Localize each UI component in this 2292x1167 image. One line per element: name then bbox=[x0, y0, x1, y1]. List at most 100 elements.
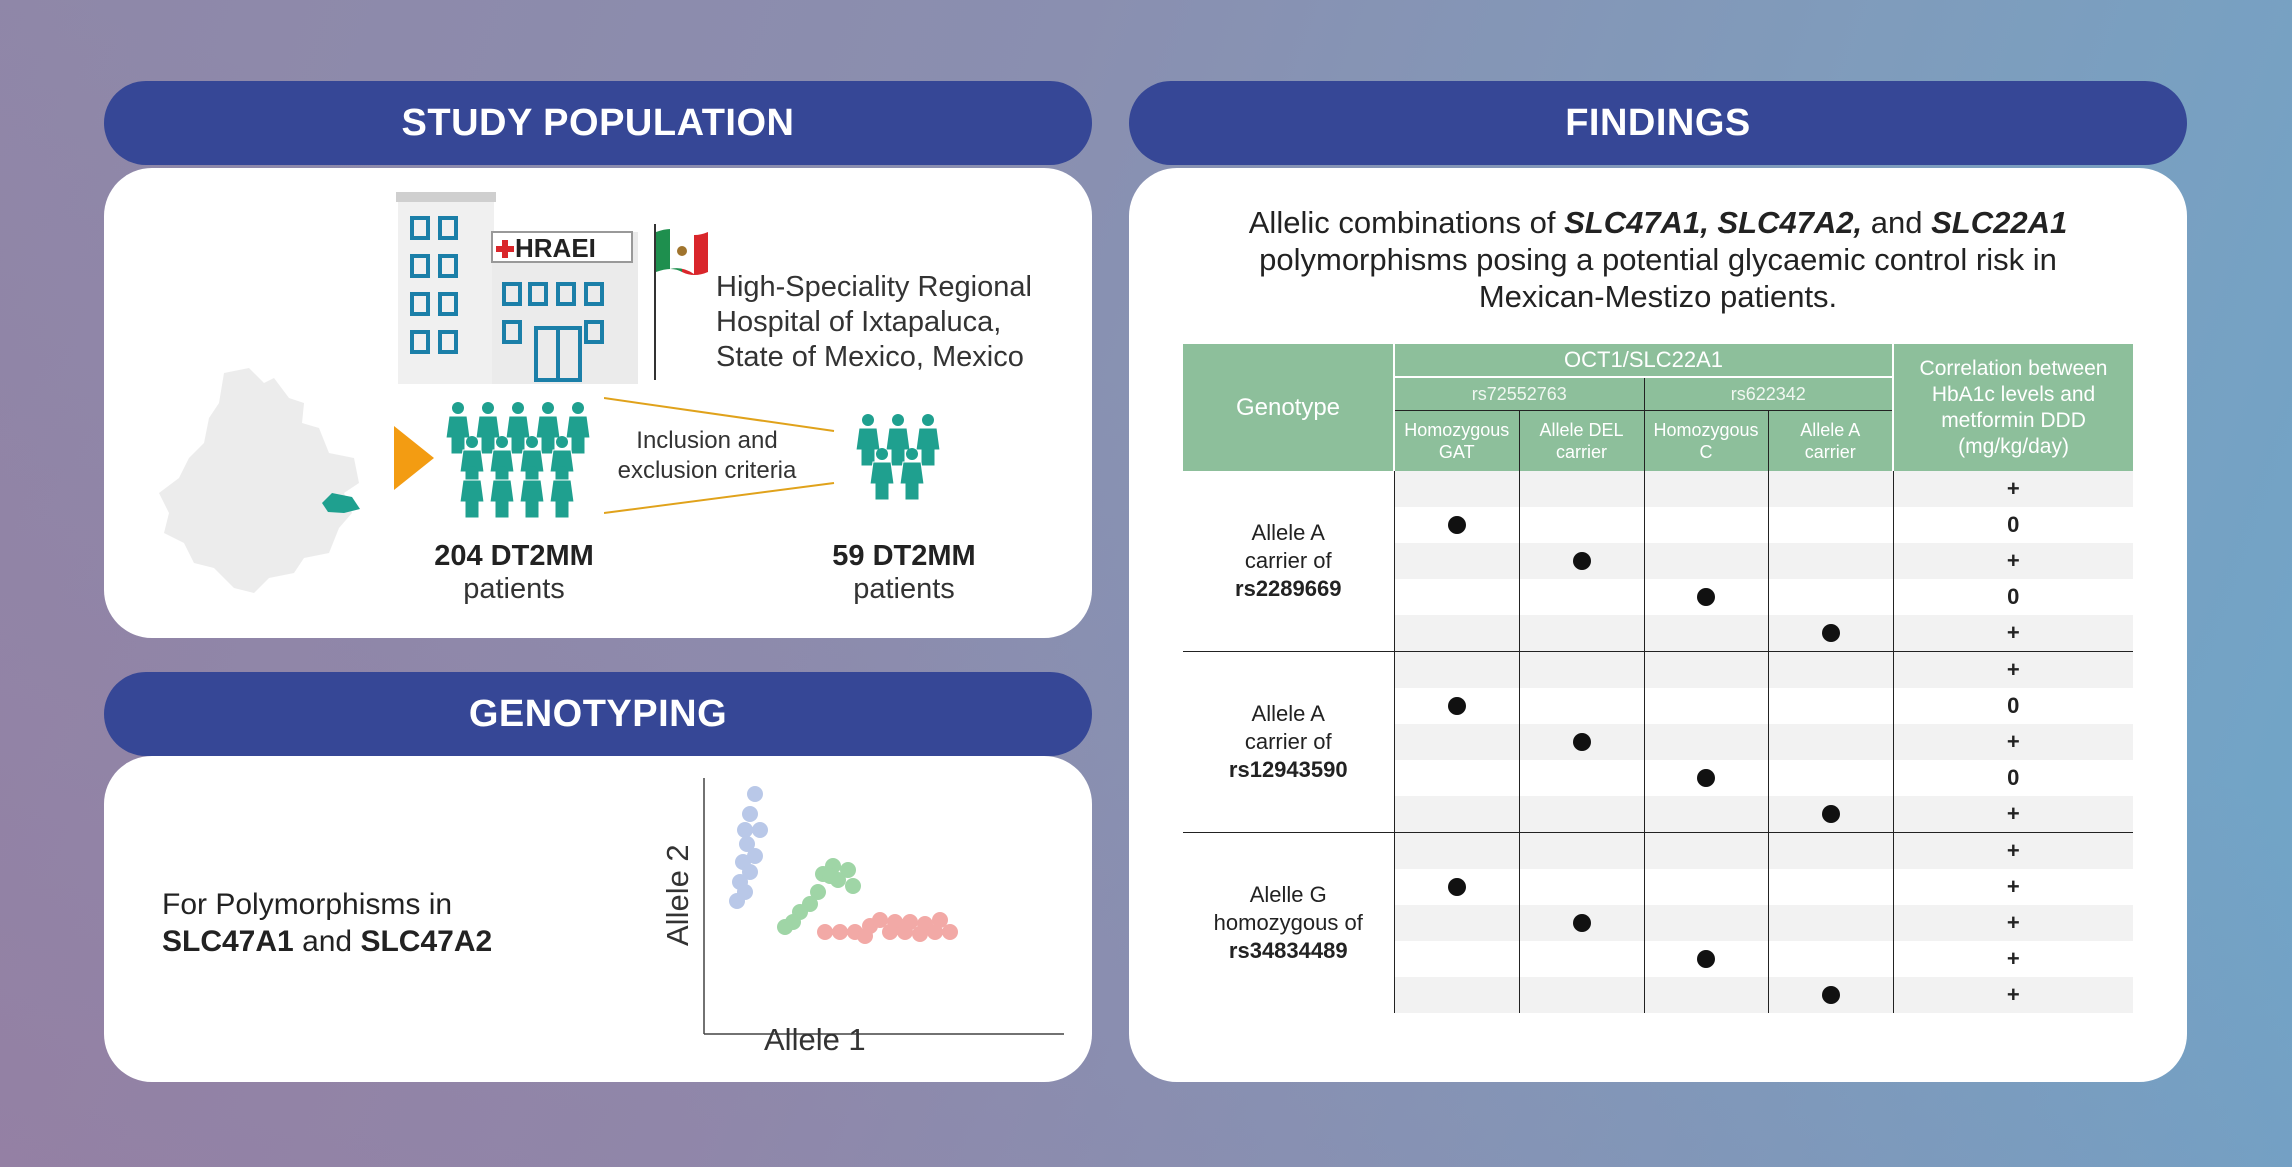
genotype-cell bbox=[1643, 579, 1768, 615]
findings-title-banner: FINDINGS bbox=[1565, 101, 1751, 144]
person-icon bbox=[505, 402, 531, 455]
criteria-funnel-lines bbox=[604, 397, 835, 514]
genotype-cell bbox=[1393, 579, 1519, 615]
genotype-cell bbox=[1518, 543, 1644, 579]
group-header: OCT1/SLC22A1 bbox=[1392, 344, 1894, 378]
title-prefix: Allelic combinations of bbox=[1248, 205, 1556, 240]
hospital-line-3: State of Mexico, Mexico bbox=[716, 341, 1024, 373]
correlation-cell: + bbox=[1892, 543, 2134, 579]
y-axis-label: Allele 2 bbox=[660, 844, 695, 946]
genotype-cell bbox=[1393, 471, 1519, 507]
genotype-cell bbox=[1393, 507, 1519, 543]
person-icon bbox=[855, 414, 881, 467]
genotype-cluster-point bbox=[872, 912, 888, 928]
correlation-cell: + bbox=[1892, 977, 2134, 1013]
genotype-cluster-point bbox=[897, 924, 913, 940]
table-row: + bbox=[1183, 941, 2134, 977]
genotype-cell bbox=[1643, 977, 1768, 1013]
correlation-cell: + bbox=[1892, 615, 2134, 652]
findings-title-line-3: Mexican-Mestizo patients. bbox=[1478, 279, 1838, 314]
correlation-cell: + bbox=[1892, 869, 2134, 905]
genotype-cluster-plot bbox=[703, 778, 1064, 1035]
subheader-2-line-1: Allele DEL bbox=[1539, 420, 1624, 440]
final-count: 59 DT2MM bbox=[832, 540, 976, 572]
genotype-cell bbox=[1767, 579, 1894, 615]
table-row: 0 bbox=[1183, 507, 2134, 543]
corr-header-line-4: (mg/kg/day) bbox=[1958, 434, 2069, 458]
genotype-cell bbox=[1643, 832, 1768, 869]
genotype-cell bbox=[1643, 507, 1768, 543]
genotype-cell bbox=[1518, 869, 1644, 905]
genotype-cell bbox=[1393, 832, 1519, 869]
genotype-cell bbox=[1643, 651, 1768, 688]
snp-header-rs622342: rs622342 bbox=[1643, 377, 1894, 411]
person-icon bbox=[885, 414, 911, 467]
corr-header-line-1: Correlation between bbox=[1919, 356, 2108, 380]
genotype-cell bbox=[1767, 977, 1894, 1013]
genotype-cell bbox=[1767, 471, 1894, 507]
person-icon bbox=[445, 402, 471, 455]
person-icon bbox=[535, 402, 561, 455]
person-icon bbox=[565, 402, 591, 455]
findings-title-line-2: polymorphisms posing a potential glycaem… bbox=[1259, 242, 2057, 277]
table-row: + bbox=[1183, 977, 2134, 1013]
initial-unit: patients bbox=[463, 573, 565, 605]
genotype-cell bbox=[1643, 760, 1768, 796]
title-gene3: SLC22A1 bbox=[1931, 205, 2068, 240]
genotype-marker-dot bbox=[1697, 950, 1715, 969]
subheader-homozygous-gat: Homozygous GAT bbox=[1393, 410, 1519, 471]
group-label-snp: rs12943590 bbox=[1228, 757, 1348, 782]
correlation-cell: + bbox=[1892, 832, 2134, 869]
study-population-card: HRAEI High-Speciality Regional Hospital … bbox=[104, 168, 1092, 638]
subheader-3-line-2: C bbox=[1699, 442, 1713, 462]
subheader-allele-del-carrier: Allele DEL carrier bbox=[1518, 410, 1644, 471]
genotype-cell bbox=[1518, 471, 1644, 507]
genotype-cell bbox=[1393, 905, 1519, 941]
group-label-snp: rs2289669 bbox=[1235, 576, 1342, 601]
table-row: 0 bbox=[1183, 688, 2134, 724]
correlation-cell: 0 bbox=[1892, 579, 2134, 615]
person-icon bbox=[459, 466, 485, 519]
table-row: + bbox=[1183, 796, 2134, 833]
corr-header-line-3: metformin DDD bbox=[1941, 408, 2086, 432]
table-row: + bbox=[1183, 905, 2134, 941]
correlation-header: Correlation between HbA1c levels and met… bbox=[1892, 344, 2134, 471]
patients-group-small-icon bbox=[855, 414, 941, 501]
genotype-marker-dot bbox=[1447, 878, 1466, 897]
findings-description: Allelic combinations of SLC47A1, SLC47A2… bbox=[1150, 204, 2166, 315]
genotype-cell bbox=[1518, 760, 1644, 796]
genotype-cell bbox=[1767, 905, 1894, 941]
genotype-cluster-point bbox=[817, 924, 833, 940]
genotyping-title: GENOTYPING bbox=[468, 692, 728, 735]
group-label-line-1: Alelle G bbox=[1249, 882, 1327, 907]
table-row: + bbox=[1183, 615, 2134, 652]
genotyping-card: For Polymorphisms in SLC47A1 and SLC47A2… bbox=[104, 756, 1092, 1082]
genotype-marker-dot bbox=[1821, 624, 1840, 643]
correlation-cell: 0 bbox=[1892, 760, 2134, 796]
genotype-cell bbox=[1518, 905, 1644, 941]
genotype-cluster-point bbox=[932, 912, 948, 928]
genotype-cell bbox=[1643, 905, 1768, 941]
subheader-4-line-1: Allele A bbox=[1800, 420, 1861, 440]
correlation-cell: 0 bbox=[1892, 507, 2134, 543]
group-label-line-1: Allele A bbox=[1251, 701, 1325, 726]
genotype-marker-dot bbox=[1447, 516, 1466, 535]
findings-banner: FINDINGS bbox=[1129, 81, 2187, 165]
genotype-cell bbox=[1643, 796, 1768, 833]
genotype-marker-dot bbox=[1697, 588, 1715, 607]
genotype-cell bbox=[1393, 977, 1519, 1013]
genotype-cell bbox=[1767, 760, 1894, 796]
person-icon bbox=[549, 466, 575, 519]
hospital-line-2: Hospital of Ixtapaluca, bbox=[716, 306, 1002, 338]
genotype-cell bbox=[1393, 796, 1519, 833]
genotype-cluster-point bbox=[832, 924, 848, 940]
genotype-cell bbox=[1518, 651, 1644, 688]
correlation-cell: + bbox=[1892, 941, 2134, 977]
polymorphisms-line-2: SLC47A1 and SLC47A2 bbox=[162, 923, 492, 960]
genotype-cell bbox=[1518, 941, 1644, 977]
genotype-cell bbox=[1767, 869, 1894, 905]
